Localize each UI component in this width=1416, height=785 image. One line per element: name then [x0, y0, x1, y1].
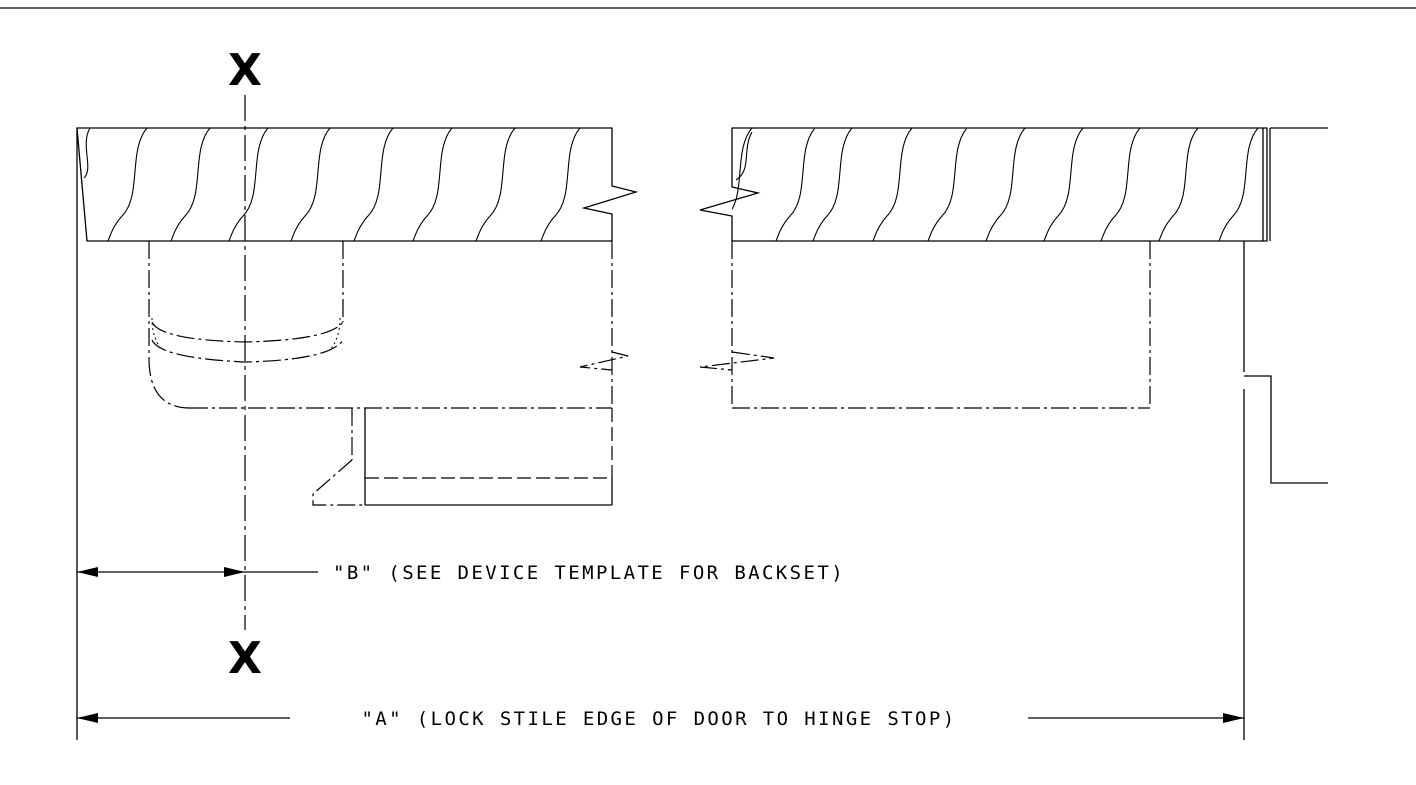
break-mark — [579, 351, 629, 371]
dimension-b-label: "B" (SEE DEVICE TEMPLATE FOR BACKSET) — [333, 562, 845, 584]
dimension-b: "B" (SEE DEVICE TEMPLATE FOR BACKSET) — [77, 562, 845, 584]
left-door-outline — [76, 127, 639, 242]
arrowhead — [77, 713, 98, 723]
lever-curve-lower — [151, 339, 344, 363]
arrowhead — [224, 567, 245, 577]
wood-grain — [812, 127, 853, 242]
wood-grain — [107, 127, 148, 242]
wood-grain — [170, 127, 211, 242]
dimension-a: "A" (LOCK STILE EDGE OF DOOR TO HINGE ST… — [77, 708, 1244, 730]
wood-grain — [475, 127, 516, 242]
wood-grain — [228, 127, 269, 242]
wood-grain — [1100, 127, 1141, 242]
wood-grain — [412, 127, 453, 242]
wood-grain — [927, 127, 968, 242]
wood-grain — [1043, 127, 1084, 242]
wood-grain — [1158, 127, 1199, 242]
mounting-bracket — [312, 408, 613, 506]
break-mark — [699, 351, 775, 371]
wood-grain — [1218, 127, 1259, 242]
right-door-section — [699, 127, 1268, 242]
exit-device-outline — [148, 241, 629, 409]
right-door-outline — [699, 127, 1268, 242]
wood-grain-edge — [735, 131, 753, 181]
arrowhead — [1223, 713, 1244, 723]
arrowhead — [77, 567, 98, 577]
door-frame — [1243, 127, 1328, 740]
wood-grain — [540, 127, 581, 242]
left-door-section — [76, 127, 639, 242]
wood-grain — [290, 127, 331, 242]
wood-grain — [985, 127, 1026, 242]
wood-grain-edge — [83, 127, 91, 179]
lever-curve-upper — [151, 321, 344, 343]
wood-grain — [775, 127, 816, 242]
wood-grain — [872, 127, 913, 242]
hinge-stop-profile — [1244, 375, 1328, 484]
right-hidden-outline — [699, 241, 1151, 409]
wood-grain — [732, 128, 753, 211]
dimension-a-label: "A" (LOCK STILE EDGE OF DOOR TO HINGE ST… — [361, 708, 956, 730]
wood-grain — [353, 127, 394, 242]
section-mark-top: X — [228, 45, 262, 96]
section-mark-bottom: X — [228, 633, 262, 684]
